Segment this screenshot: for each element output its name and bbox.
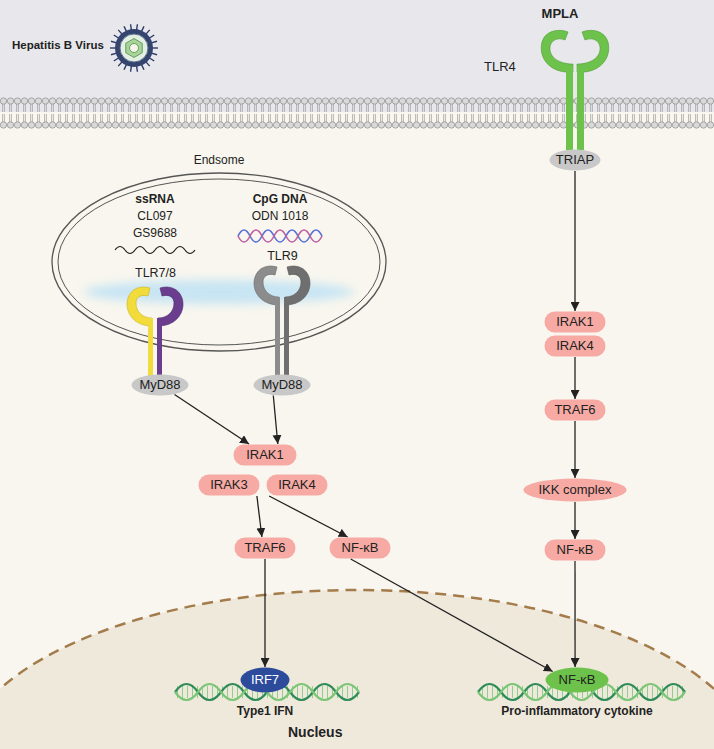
annotation-label: Pro-inflammatory cytokine [501, 705, 652, 719]
node-label: TLR9 [245, 249, 320, 263]
annotation-label: GS9688 [133, 227, 177, 241]
signal-arrow [269, 496, 348, 537]
signal-arrow [351, 559, 553, 672]
node-label: IRAK4 [556, 339, 594, 354]
node-label: IKK complex [539, 483, 612, 498]
annotation-label: MPLA [542, 7, 579, 22]
transcription-factor: IRF7 [240, 667, 290, 693]
node-label: NF-κB [559, 673, 596, 688]
signal-arrow [574, 421, 575, 478]
receptor: TLR4 [480, 22, 610, 150]
node-label: MyD88 [139, 378, 180, 393]
node-label: Hepatitis B Virus [12, 39, 104, 52]
kinase-box: IRAK1 [544, 311, 606, 333]
node-shape [480, 22, 610, 150]
signal-arrow [574, 502, 575, 539]
adaptor-protein: MyD88 [131, 374, 189, 396]
node-label: IRF7 [251, 673, 279, 688]
signal-arrow [273, 395, 278, 444]
transcription-factor: NF-κB [544, 539, 606, 561]
transcription-factor: NF-κB [545, 667, 609, 693]
kinase-box: IRAK4 [544, 335, 606, 357]
nucleus: Nucleus IRF7 NF-κB [0, 588, 714, 749]
signal-arrow [264, 559, 265, 667]
extracellular-space [0, 0, 714, 112]
signal-arrow [175, 395, 250, 444]
node-label: IRAK4 [278, 478, 316, 493]
adaptor-protein: TRIAP [549, 149, 601, 171]
kinase-box: IRAK3 [198, 474, 260, 496]
kinase-box: IRAK1 [233, 444, 297, 466]
kinase-box: IRAK4 [266, 474, 328, 496]
rna-strand [115, 247, 195, 254]
endosome-membrane-glow [84, 280, 354, 304]
cell-membrane [0, 97, 714, 129]
transcription-factor: NF-κB [329, 537, 391, 559]
node-label: MyD88 [261, 378, 302, 393]
adaptor-protein: MyD88 [253, 374, 311, 396]
node-shape [0, 588, 714, 749]
node-label: TRAF6 [244, 541, 285, 556]
node-label: NF-κB [342, 541, 379, 556]
nucleus-fill [0, 590, 714, 749]
node-shape [245, 247, 320, 376]
node-label: Nucleus [288, 724, 342, 740]
node-label: IRAK1 [246, 448, 284, 463]
signal-arrow [574, 357, 575, 399]
receptor: TLR9 [245, 247, 320, 376]
annotation-label: ODN 1018 [252, 210, 309, 224]
signal-arrow [574, 171, 575, 311]
node-label: TLR4 [484, 60, 516, 75]
node-label: IRAK1 [556, 315, 594, 330]
dna-strand [238, 230, 322, 242]
node-label: IRAK3 [210, 478, 248, 493]
annotation-label: CL097 [137, 210, 172, 224]
dna-strand [238, 230, 322, 242]
node-shape [118, 264, 193, 376]
node-label: NF-κB [557, 543, 594, 558]
annotation-label: Type1 IFN [237, 705, 293, 719]
annotation-label: ssRNA [135, 193, 174, 207]
node-label: TLR7/8 [118, 266, 193, 280]
node-shape [48, 150, 390, 378]
kinase-complex: IKK complex [523, 478, 627, 502]
virus-icon: Hepatitis B Virus [12, 22, 172, 74]
signal-arrow [574, 561, 575, 667]
endosome: EndsomeTLR7/8 TLR9 [48, 150, 390, 378]
node-label: TRAF6 [554, 403, 595, 418]
signal-protein: TRAF6 [234, 537, 296, 559]
node-label: TRIAP [556, 153, 594, 168]
node-label: Endsome [48, 154, 390, 168]
signal-arrow [257, 496, 262, 537]
signal-protein: TRAF6 [544, 399, 606, 421]
receptor: TLR7/8 [118, 264, 193, 376]
annotation-label: CpG DNA [253, 193, 308, 207]
